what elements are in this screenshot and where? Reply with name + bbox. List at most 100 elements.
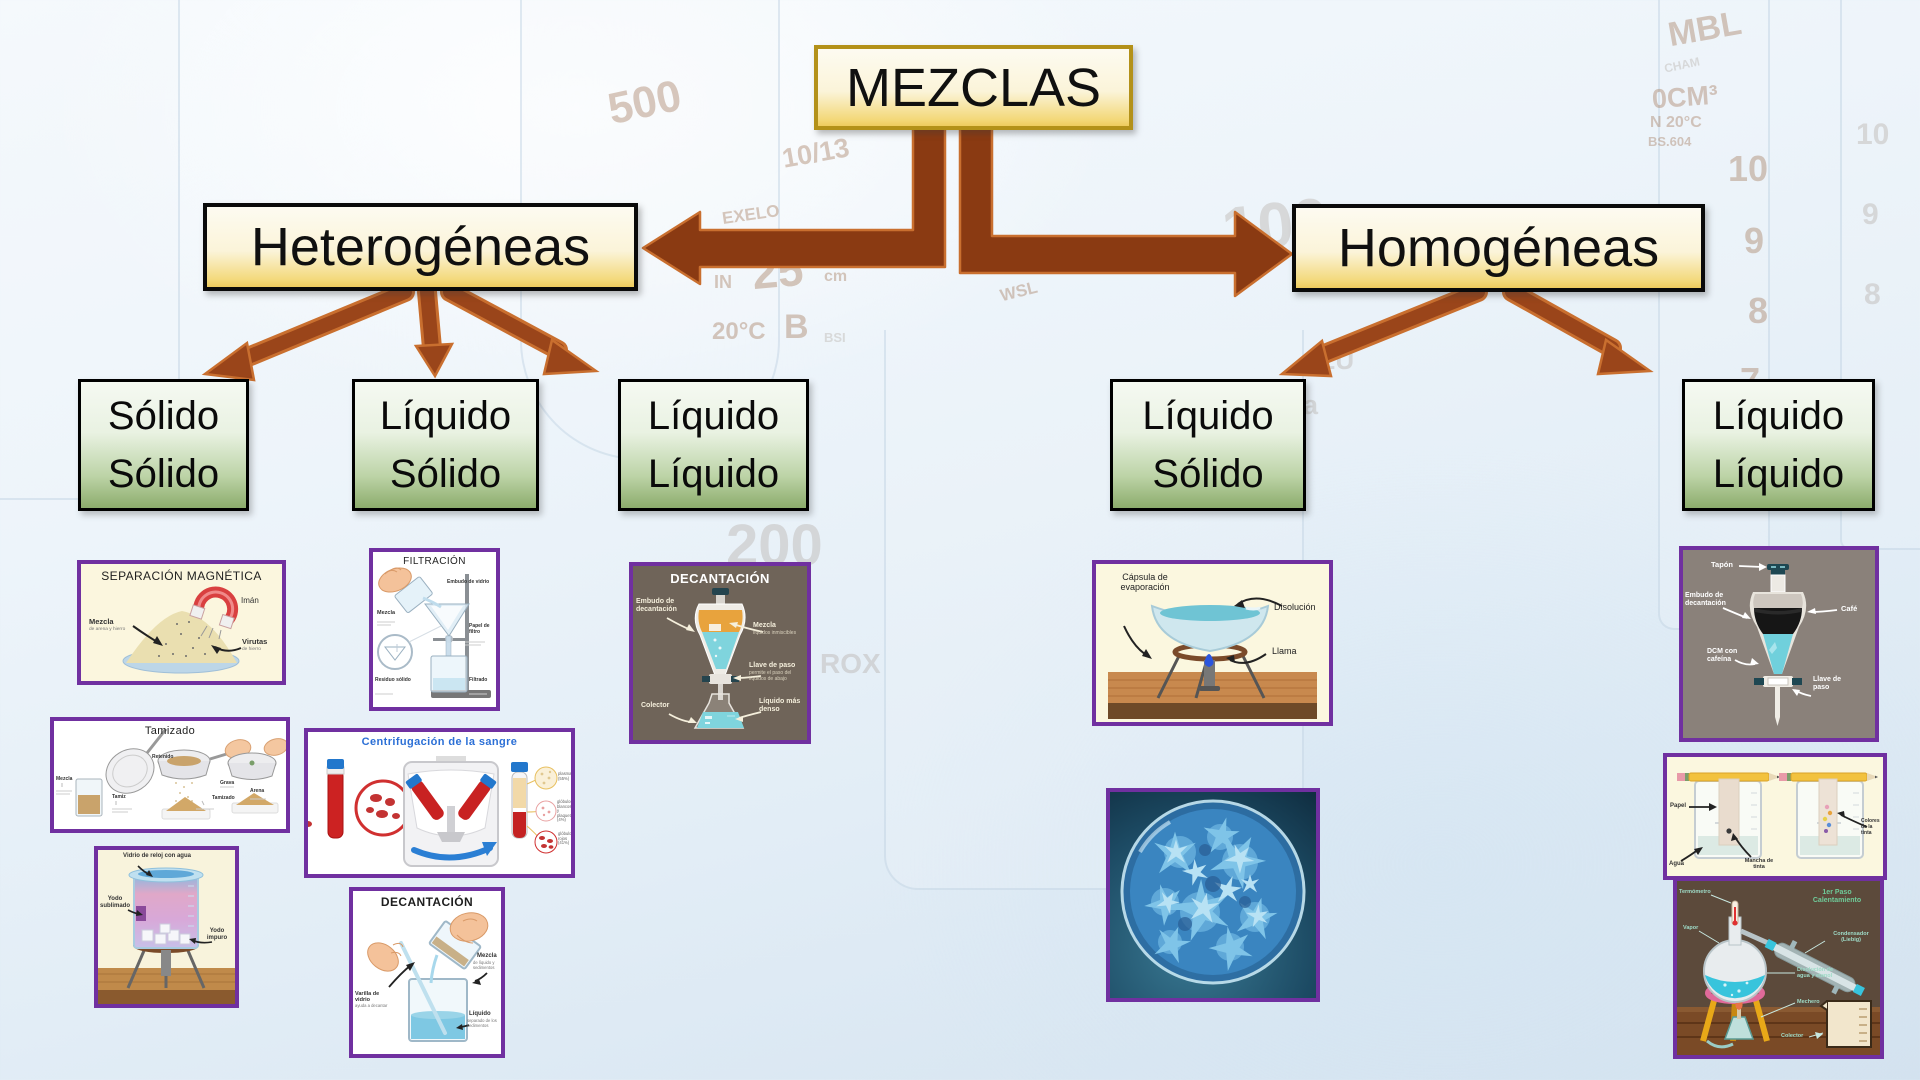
label-arena: Arena bbox=[250, 788, 265, 794]
category-line: Líquido bbox=[647, 452, 780, 496]
card-filtracion: FILTRACIÓN Embudo de vidrio Mezcla Papel… bbox=[369, 548, 500, 711]
card-decantacion-simple: DECANTACIÓN Varilla de vidrio ayuda a de… bbox=[349, 887, 505, 1058]
label-varilla-sub: ayuda a decantar bbox=[355, 1003, 388, 1008]
node-heterogeneas: Heterogéneas bbox=[203, 203, 638, 291]
label-tapon: Tapón bbox=[1711, 560, 1733, 569]
sublimation-illustration bbox=[98, 865, 235, 1004]
label-condensador: Condensador (Liebig) bbox=[1833, 931, 1869, 944]
card-title: Tamizado bbox=[144, 725, 196, 737]
background-watermark: 25 bbox=[749, 242, 806, 300]
label-retenido: Retenido bbox=[152, 754, 174, 760]
filtration-illustration bbox=[375, 567, 491, 698]
label-papel: Papel bbox=[1670, 803, 1687, 809]
background-watermark: 10 bbox=[1728, 148, 1769, 189]
label-iman: Imán bbox=[241, 596, 259, 605]
distillation-illustration bbox=[1677, 894, 1880, 1055]
background-watermark: ROX bbox=[820, 648, 881, 679]
card-centrifugacion: Centrifugación de la sangre plasma (55%)… bbox=[304, 728, 575, 878]
card-sublimacion-yodo: Vidrio de reloj con agua Yodo sublimado … bbox=[94, 846, 239, 1008]
category-line: Sólido bbox=[107, 452, 220, 496]
label-embudo: Embudo de decantación bbox=[636, 598, 677, 614]
label-colores: Colores de la tinta bbox=[1861, 818, 1880, 836]
label-llave: Llave de paso bbox=[749, 662, 796, 669]
label-mezcla-sub: de líquido y sedimentos bbox=[473, 960, 495, 970]
card-title: FILTRACIÓN bbox=[403, 556, 466, 567]
label-plasma: plasma (55%) bbox=[558, 771, 572, 781]
node-liquido-liquido-het: Líquido Líquido bbox=[618, 379, 809, 511]
node-solido-solido: Sólido Sólido bbox=[78, 379, 249, 511]
background-watermark: 8 bbox=[1748, 290, 1769, 331]
label-mechero: Mechero bbox=[1797, 999, 1820, 1005]
card-separacion-magnetica: SEPARACIÓN MAGNÉTICA Mezcla de arena y h… bbox=[77, 560, 286, 685]
label-termometro: Termómetro bbox=[1679, 889, 1711, 895]
card-title: DECANTACIÓN bbox=[380, 895, 474, 909]
label-virutas: Virutas bbox=[242, 637, 268, 646]
background-watermark: EXELO bbox=[720, 201, 781, 228]
card-extraccion-cafeina: Tapón Embudo de decantación Café DCM con… bbox=[1679, 546, 1879, 742]
background-watermark: BS.604 bbox=[1648, 134, 1692, 149]
label-colector: Colector bbox=[1781, 1033, 1804, 1039]
card-cromatografia: Papel Agua Mancha de tinta Colores de la… bbox=[1663, 753, 1887, 880]
label-virutas-sub: de hierro bbox=[242, 647, 261, 652]
label-embudo: Embudo de decantación bbox=[1685, 592, 1726, 608]
node-liquido-solido-hom: Líquido Sólido bbox=[1110, 379, 1306, 511]
background-watermark: 10 bbox=[1856, 118, 1890, 151]
label-llama: Llama bbox=[1272, 646, 1297, 656]
label-globulos-blancos: glóbulos blancos y plaquetas (4%) bbox=[557, 799, 575, 823]
label-papel: Papel de filtro bbox=[469, 623, 490, 635]
centrifuge-illustration bbox=[308, 756, 558, 867]
background-watermark: 8 bbox=[1864, 278, 1881, 311]
label-filtrado: Filtrado bbox=[469, 677, 488, 683]
label-embudo: Embudo de vidrio bbox=[447, 579, 490, 585]
background-watermark: WSL bbox=[998, 277, 1040, 306]
label-mezcla: Mezcla bbox=[56, 776, 73, 782]
label-disolucion: Disolución de agua y etanol bbox=[1797, 967, 1834, 980]
label-capsula: Cápsula de evaporación bbox=[1120, 572, 1170, 593]
background-watermark: 0CM³ bbox=[1650, 79, 1719, 115]
background-watermark: B bbox=[784, 308, 809, 346]
background-watermark: 9 bbox=[1744, 220, 1765, 261]
category-line: Líquido bbox=[647, 394, 780, 438]
label-dcm: DCM con cafeína bbox=[1707, 648, 1738, 664]
card-title: DECANTACIÓN bbox=[670, 571, 770, 586]
crystal-photo bbox=[1110, 792, 1316, 998]
magnet-icon bbox=[189, 586, 239, 630]
caffeine-funnel-illustration bbox=[1722, 563, 1838, 726]
label-mezcla: Mezcla bbox=[377, 610, 396, 616]
background-watermark: CHAM bbox=[1662, 54, 1702, 76]
label-vapor: Vapor bbox=[1683, 925, 1699, 931]
label-mezcla: Mezcla bbox=[477, 953, 497, 959]
category-line: Líquido bbox=[1142, 394, 1274, 438]
node-mezclas-label: MEZCLAS bbox=[845, 57, 1102, 118]
background-watermark: BSI bbox=[824, 330, 846, 345]
node-liquido-liquido-hom: Líquido Líquido bbox=[1682, 379, 1875, 511]
label-mezcla-sub: de arena y hierro bbox=[89, 627, 126, 632]
label-colector: Colector bbox=[641, 702, 670, 709]
label-llave-sub: permite el paso del líquidos de abajo bbox=[749, 670, 792, 682]
label-yodo-sublimado: Yodo sublimado bbox=[100, 896, 131, 909]
label-agua: Agua bbox=[1669, 861, 1684, 867]
background-watermark: 20°C bbox=[712, 318, 766, 345]
category-line: Sólido bbox=[107, 394, 220, 438]
chromatography-illustration bbox=[1677, 772, 1878, 862]
node-homogeneas: Homogéneas bbox=[1292, 204, 1705, 292]
separating-funnel-illustration bbox=[666, 588, 764, 729]
card-cristalizacion bbox=[1106, 788, 1320, 1002]
category-line: Sólido bbox=[389, 452, 502, 496]
card-title: Centrifugación de la sangre bbox=[361, 736, 518, 748]
label-mancha: Mancha de tinta bbox=[1744, 858, 1774, 871]
decanting-illustration bbox=[367, 912, 489, 1042]
category-line: Sólido bbox=[1152, 452, 1264, 496]
label-varilla: Varilla de vidrio bbox=[355, 991, 380, 1004]
background-watermark: 500 bbox=[603, 70, 686, 135]
node-homogeneas-label: Homogéneas bbox=[1337, 218, 1660, 278]
label-liquido-sub: separado de los sedimentos bbox=[467, 1018, 497, 1028]
background-watermark: 9 bbox=[1862, 198, 1879, 231]
label-cafe: Café bbox=[1841, 604, 1858, 613]
node-liquido-solido-het: Líquido Sólido bbox=[352, 379, 539, 511]
label-disolucion: Disolución bbox=[1274, 602, 1316, 612]
label-vidrio-reloj: Vidrio de reloj con agua bbox=[123, 853, 191, 859]
label-paso: 1er Paso Calentamiento bbox=[1812, 889, 1862, 905]
node-heterogeneas-label: Heterogéneas bbox=[250, 217, 591, 277]
